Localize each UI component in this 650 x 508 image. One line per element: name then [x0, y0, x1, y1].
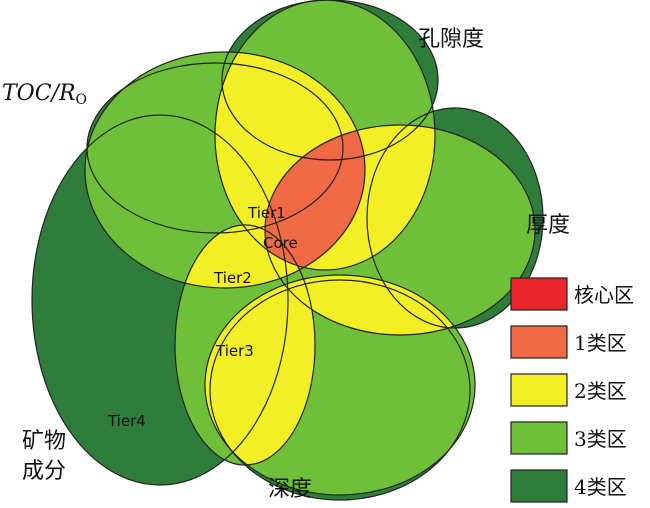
- core-label: Core: [263, 234, 298, 252]
- legend-swatch: [510, 373, 568, 407]
- legend-swatch: [510, 325, 568, 359]
- porosity-label: 孔隙度: [418, 27, 484, 52]
- thickness-label: 厚度: [526, 213, 570, 238]
- legend-swatch: [510, 469, 568, 503]
- depth-label: 深度: [268, 477, 312, 502]
- legend-label: 1类区: [574, 331, 627, 355]
- tier1-label: Tier1: [247, 204, 286, 222]
- legend: 核心区 1类区 2类区 3类区 4类区: [510, 277, 634, 503]
- legend-label: 2类区: [574, 379, 627, 403]
- legend-swatch: [510, 421, 568, 455]
- mineral-label-line2: 成分: [22, 459, 66, 484]
- region-outlines: [31, 0, 544, 501]
- legend-label: 3类区: [574, 427, 627, 451]
- tier2-label: Tier2: [213, 269, 252, 287]
- mineral-label-line1: 矿物: [22, 429, 66, 454]
- legend-label: 4类区: [574, 475, 627, 499]
- tier3-label: Tier3: [215, 342, 254, 360]
- toc-ro-label: TOC/RO: [2, 81, 87, 108]
- legend-swatch: [510, 277, 568, 311]
- tier4-label: Tier4: [107, 412, 146, 430]
- legend-label: 核心区: [574, 283, 634, 307]
